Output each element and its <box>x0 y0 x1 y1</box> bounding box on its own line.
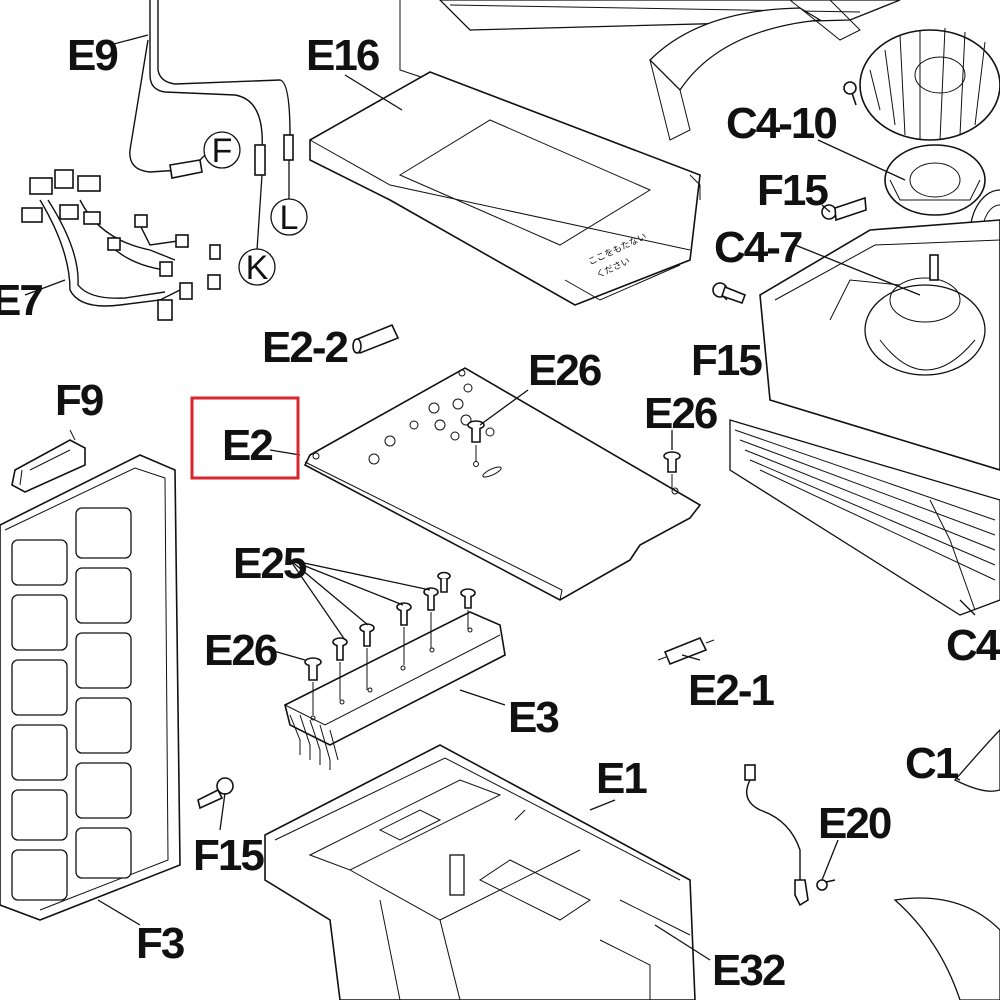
small-screw-top <box>843 81 857 106</box>
part-f15-screw-c <box>197 777 234 810</box>
connector-l-label: L <box>280 199 299 237</box>
label-e2-1: E2-1 <box>688 666 774 715</box>
label-e16: E16 <box>306 31 379 80</box>
part-e16-cover-panel: ここをもたない ください <box>309 71 701 306</box>
part-e3-heatsink-assembly <box>284 611 506 770</box>
filter-mesh-grid <box>11 507 132 901</box>
part-e2-2-fuse <box>352 323 400 355</box>
label-c4-partial: C4- <box>946 621 1000 670</box>
part-c4-10-motor-mount <box>884 144 986 216</box>
label-f3: F3 <box>136 919 184 968</box>
label-c1: C1 <box>905 739 959 788</box>
part-blower-wheel <box>859 27 1000 141</box>
label-e2: E2 <box>222 421 272 470</box>
part-c1-blade <box>953 729 1000 792</box>
label-f15-top: F15 <box>757 166 828 215</box>
label-e7: E7 <box>0 276 42 325</box>
connector-callout-f: F <box>199 131 241 170</box>
label-f15-bottom: F15 <box>193 831 264 880</box>
part-f3-air-filter <box>0 454 181 921</box>
label-e9: E9 <box>67 31 117 80</box>
label-e26-right: E26 <box>644 389 717 438</box>
label-f9: F9 <box>55 376 103 425</box>
part-e2-1-fuse <box>657 636 715 666</box>
part-c4-7-motor <box>759 219 1000 471</box>
label-f15-mid: F15 <box>691 336 762 385</box>
label-e20: E20 <box>818 799 891 848</box>
label-e26-left: E26 <box>204 626 277 675</box>
part-e26-screw-b <box>663 451 681 488</box>
drain-guide-arc <box>649 0 861 141</box>
label-e3: E3 <box>508 693 558 742</box>
label-e2-2: E2-2 <box>262 323 347 372</box>
label-c4-7: C4-7 <box>714 223 802 272</box>
part-f15-screw-a <box>821 196 867 222</box>
part-e2-pcb-board <box>303 367 702 601</box>
part-e26-screw-c <box>304 657 322 715</box>
part-f9-filter-clip <box>11 429 86 493</box>
leader-lines <box>97 34 976 961</box>
part-f15-screw-b <box>712 282 747 305</box>
connector-callout-k: K <box>238 174 276 287</box>
label-e32: E32 <box>712 946 785 995</box>
label-e1: E1 <box>596 754 647 803</box>
lower-right-vane <box>893 897 1000 1000</box>
top-frame-rail <box>399 0 901 81</box>
label-e26-top: E26 <box>528 346 601 395</box>
part-labels: E9 E16 E7 C4-10 F15 C4-7 F15 E2-2 E26 E2… <box>0 31 1000 995</box>
part-e1-control-box <box>264 744 696 1000</box>
connector-callout-l: L <box>270 160 308 237</box>
part-c4-louver-grille <box>729 419 1000 616</box>
part-e9-sensor-wires <box>129 0 294 179</box>
part-e26-screw-a <box>467 420 485 467</box>
part-e20-sensor <box>744 764 836 907</box>
label-c4-10: C4-10 <box>726 99 836 148</box>
part-e25-screw-set <box>332 571 476 700</box>
connector-f-label: F <box>212 132 233 170</box>
connector-k-label: K <box>246 249 269 287</box>
part-e7-wire-harness <box>21 169 221 321</box>
label-e25: E25 <box>233 539 307 588</box>
highlight-box-e2 <box>190 396 300 480</box>
